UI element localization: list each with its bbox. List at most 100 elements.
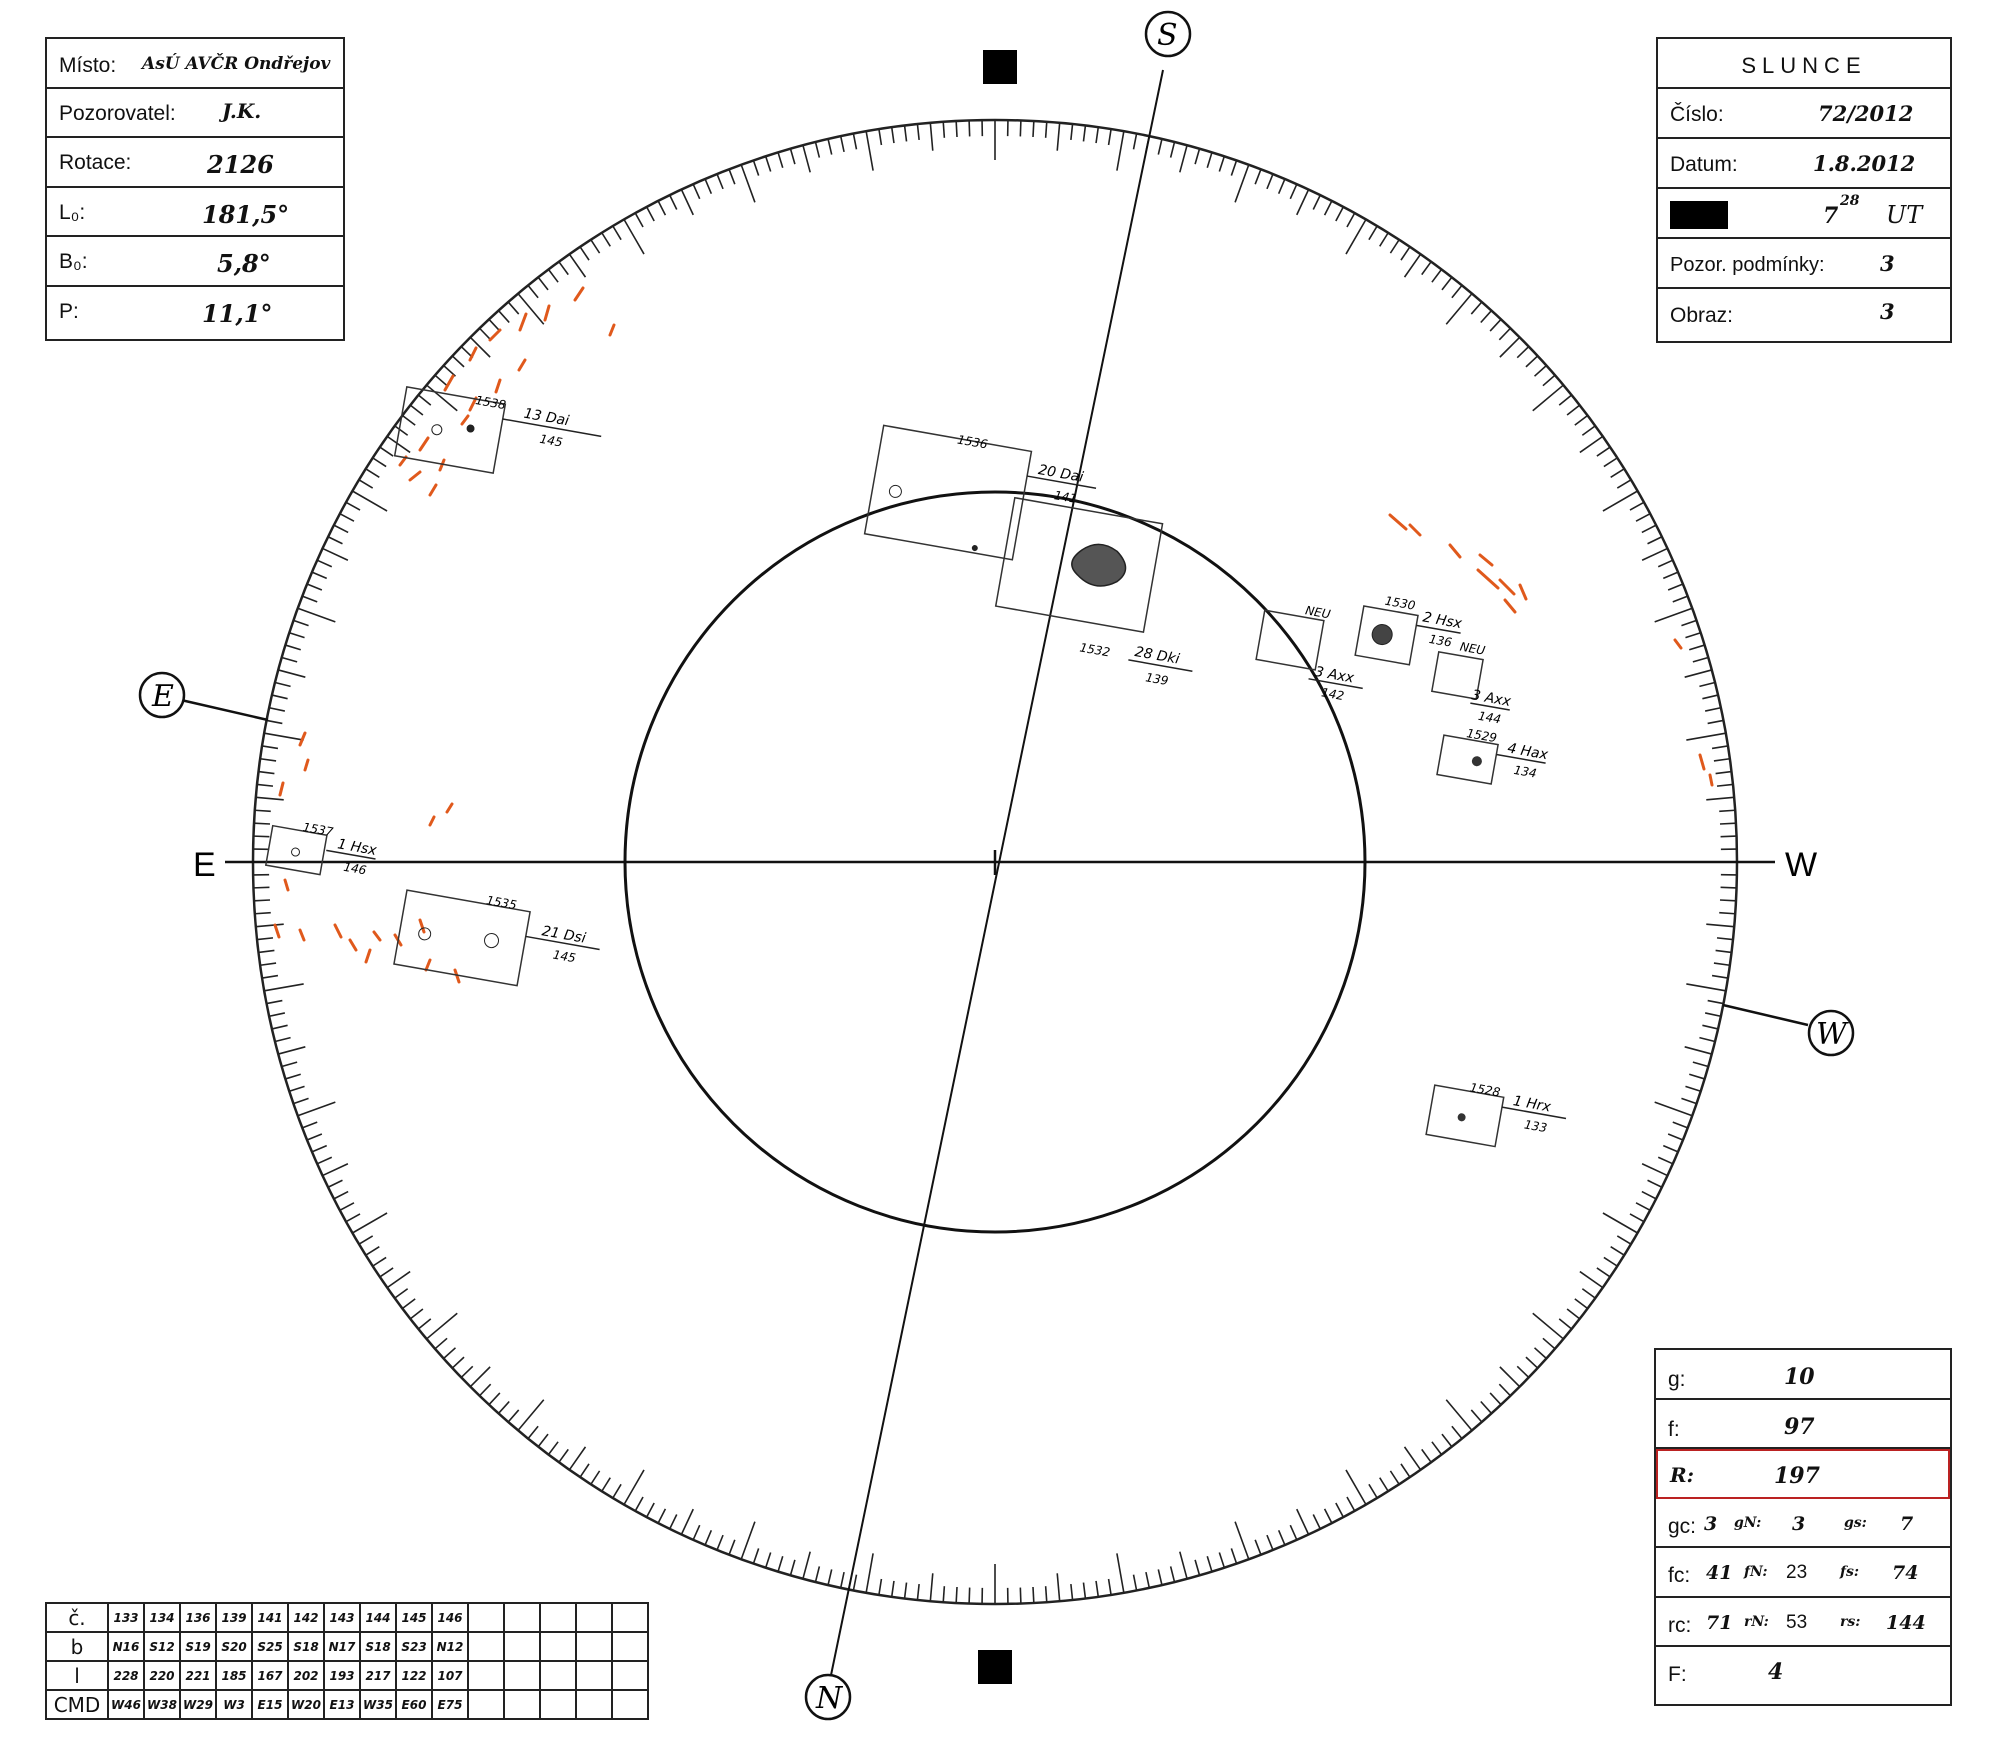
limb-tick bbox=[1702, 694, 1719, 700]
limb-tick bbox=[802, 1551, 811, 1579]
limb-tick bbox=[333, 524, 349, 534]
limb-tick bbox=[1489, 318, 1502, 332]
table-cell-empty bbox=[611, 1660, 649, 1691]
top-marker-square bbox=[983, 50, 1017, 84]
group-neu-142-box bbox=[1255, 609, 1325, 671]
limb-tick bbox=[1542, 1337, 1556, 1350]
limb-tick bbox=[740, 1521, 756, 1560]
limb-tick bbox=[968, 1587, 971, 1604]
limb-tick bbox=[333, 1190, 349, 1200]
time-minutes: 28 bbox=[1840, 193, 1860, 209]
group-neu-144-lon: 144 bbox=[1477, 709, 1502, 727]
limb-tick bbox=[1713, 962, 1730, 967]
group-1532-class: 28 Dki bbox=[1133, 644, 1180, 668]
limb-tick bbox=[1686, 983, 1726, 992]
limb-tick bbox=[1044, 1586, 1048, 1603]
west-pole-line bbox=[1722, 1003, 1809, 1027]
limb-tick bbox=[1667, 1133, 1684, 1141]
table-cell: S18 bbox=[359, 1631, 397, 1662]
limb-tick bbox=[293, 1097, 309, 1105]
rotace-label: Rotace: bbox=[59, 151, 132, 174]
fn-value: 23 bbox=[1786, 1562, 1808, 1583]
time-hour: 7 bbox=[1823, 203, 1839, 229]
limb-tick bbox=[1681, 619, 1697, 627]
obraz-value: 3 bbox=[1880, 299, 1895, 324]
limb-tick bbox=[601, 232, 611, 247]
limb-tick bbox=[1532, 1312, 1564, 1340]
table-cell-empty bbox=[503, 1602, 541, 1633]
limb-tick bbox=[1470, 301, 1483, 315]
observation-info-box: Místo: AsÚ AVČR Ondřejov Pozorovatel: J.… bbox=[45, 37, 345, 341]
r-value: 197 bbox=[1774, 1463, 1820, 1489]
group-1537-number: 1537 bbox=[302, 820, 335, 839]
limb-tick bbox=[1441, 1433, 1453, 1448]
limb-tick bbox=[365, 468, 380, 478]
table-cell: S18 bbox=[287, 1631, 325, 1662]
limb-tick bbox=[1400, 246, 1411, 261]
limb-tick bbox=[1266, 173, 1274, 190]
limb-tick bbox=[386, 435, 411, 454]
bottom-marker-square bbox=[978, 1650, 1012, 1684]
limb-tick bbox=[451, 355, 465, 368]
limb-tick bbox=[256, 937, 274, 941]
limb-tick bbox=[1603, 1256, 1618, 1267]
limb-tick bbox=[352, 490, 388, 512]
limb-tick bbox=[497, 1400, 510, 1414]
limb-tick bbox=[316, 1156, 333, 1165]
limb-tick bbox=[1699, 1036, 1716, 1043]
table-cell: S19 bbox=[179, 1631, 217, 1662]
limb-tick bbox=[1379, 1477, 1389, 1492]
limb-tick bbox=[345, 1213, 361, 1223]
group-1528-class: 1 Hrx bbox=[1512, 1093, 1553, 1115]
limb-tick bbox=[266, 719, 283, 725]
row-label: l bbox=[45, 1660, 109, 1691]
table-cell: E60 bbox=[395, 1689, 433, 1720]
group-1532: 1532 28 Dki 139 bbox=[994, 496, 1193, 688]
limb-tick bbox=[1032, 120, 1035, 138]
limb-tick bbox=[692, 183, 701, 200]
p-value: 11,1° bbox=[202, 298, 273, 328]
limb-tick bbox=[1082, 1582, 1087, 1599]
limb-tick bbox=[1145, 1571, 1151, 1588]
limb-tick bbox=[527, 284, 539, 299]
limb-tick bbox=[1403, 253, 1422, 278]
limb-tick bbox=[1616, 479, 1632, 489]
limb-tick bbox=[1368, 1483, 1378, 1499]
limb-tick bbox=[256, 783, 274, 787]
limb-tick bbox=[260, 757, 277, 762]
group-1529-lon: 134 bbox=[1513, 763, 1538, 781]
group-1530-class: 2 Hsx bbox=[1421, 609, 1463, 632]
limb-tick bbox=[1704, 706, 1721, 712]
fn-label: fN: bbox=[1744, 1564, 1768, 1580]
circle-e-marker bbox=[138, 671, 186, 719]
limb-tick bbox=[1719, 822, 1737, 825]
row-label: č. bbox=[45, 1602, 109, 1633]
limb-tick bbox=[1157, 138, 1163, 155]
limb-tick bbox=[1525, 1356, 1539, 1369]
slunce-title: SLUNCE bbox=[1741, 53, 1867, 78]
limb-tick bbox=[1095, 127, 1100, 144]
limb-tick bbox=[434, 374, 448, 387]
table-cell: 141 bbox=[251, 1602, 289, 1633]
limb-tick bbox=[1602, 490, 1638, 512]
limb-tick bbox=[264, 732, 304, 741]
fc-label: fc: bbox=[1668, 1564, 1691, 1587]
fc-value: 41 bbox=[1706, 1562, 1733, 1584]
table-cell: 143 bbox=[323, 1602, 361, 1633]
limb-tick bbox=[579, 246, 590, 261]
table-cell: W29 bbox=[179, 1689, 217, 1720]
limb-tick bbox=[1480, 310, 1493, 324]
limb-tick bbox=[507, 1409, 520, 1423]
limb-tick bbox=[645, 1502, 655, 1518]
limb-tick bbox=[271, 694, 288, 700]
r-highlight bbox=[1656, 1449, 1950, 1499]
limb-tick bbox=[1206, 1556, 1213, 1572]
limb-tick bbox=[547, 268, 559, 283]
limb-tick bbox=[903, 1582, 908, 1599]
group-1530-box bbox=[1354, 605, 1419, 666]
limb-tick bbox=[1647, 1179, 1663, 1188]
limb-tick bbox=[1662, 1144, 1679, 1153]
limb-tick bbox=[942, 121, 946, 138]
limb-tick bbox=[1345, 1469, 1367, 1505]
